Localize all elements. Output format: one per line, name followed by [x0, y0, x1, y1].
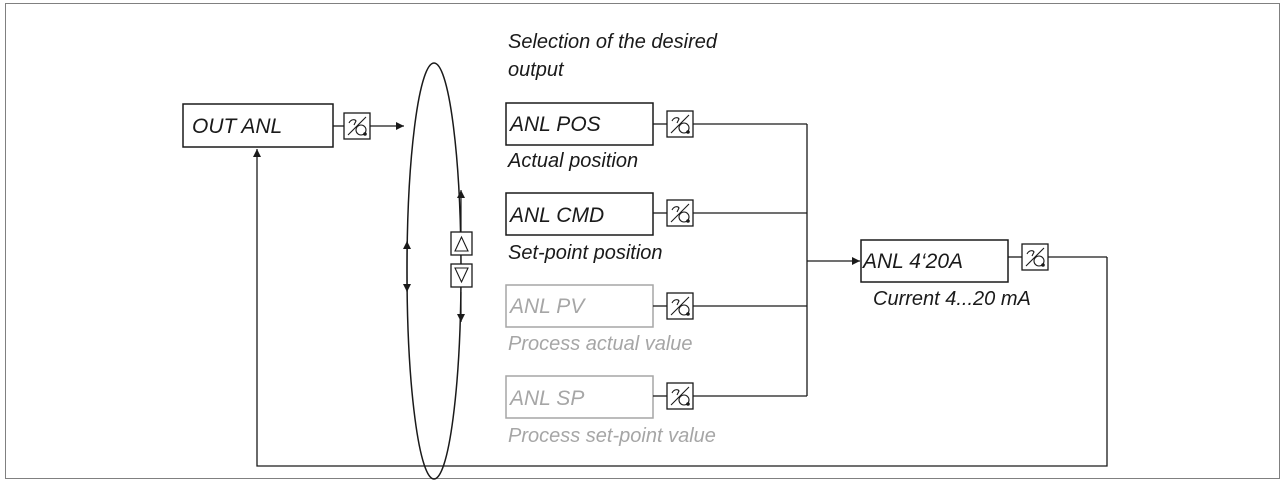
- down-arrow-key-icon[interactable]: [450, 263, 473, 288]
- header-line-2: output: [508, 59, 565, 81]
- option-code: ANL CMD: [508, 204, 604, 227]
- option-code: ANL PV: [508, 295, 586, 318]
- option-description: Actual position: [507, 150, 638, 172]
- result-anl-4-20a[interactable]: ANL 4‘20A: [860, 239, 1009, 283]
- option-anl-pos[interactable]: ANL POS: [505, 102, 654, 146]
- enter-key-icon[interactable]: [666, 382, 694, 410]
- up-arrow-key-icon[interactable]: [450, 231, 473, 256]
- out-anl-label: OUT ANL: [192, 115, 282, 138]
- enter-key-icon[interactable]: [343, 112, 371, 140]
- option-anl-pv[interactable]: ANL PV: [505, 284, 654, 328]
- enter-key-icon[interactable]: [1021, 243, 1049, 271]
- enter-key-icon[interactable]: [666, 199, 694, 227]
- option-description: Process actual value: [508, 333, 693, 355]
- enter-key-icon[interactable]: [666, 292, 694, 320]
- option-code: ANL SP: [508, 387, 584, 410]
- option-anl-cmd[interactable]: ANL CMD: [505, 192, 654, 236]
- option-description: Process set-point value: [508, 425, 716, 447]
- option-anl-sp[interactable]: ANL SP: [505, 375, 654, 419]
- option-code: ANL POS: [508, 113, 601, 136]
- result-code: ANL 4‘20A: [861, 250, 963, 273]
- return-arrow: [253, 149, 1108, 467]
- enter-key-icon[interactable]: [666, 110, 694, 138]
- header-line-1: Selection of the desired: [508, 31, 718, 53]
- out-anl-box[interactable]: [182, 103, 334, 148]
- option-description: Set-point position: [508, 242, 663, 264]
- result-description: Current 4...20 mA: [873, 288, 1031, 310]
